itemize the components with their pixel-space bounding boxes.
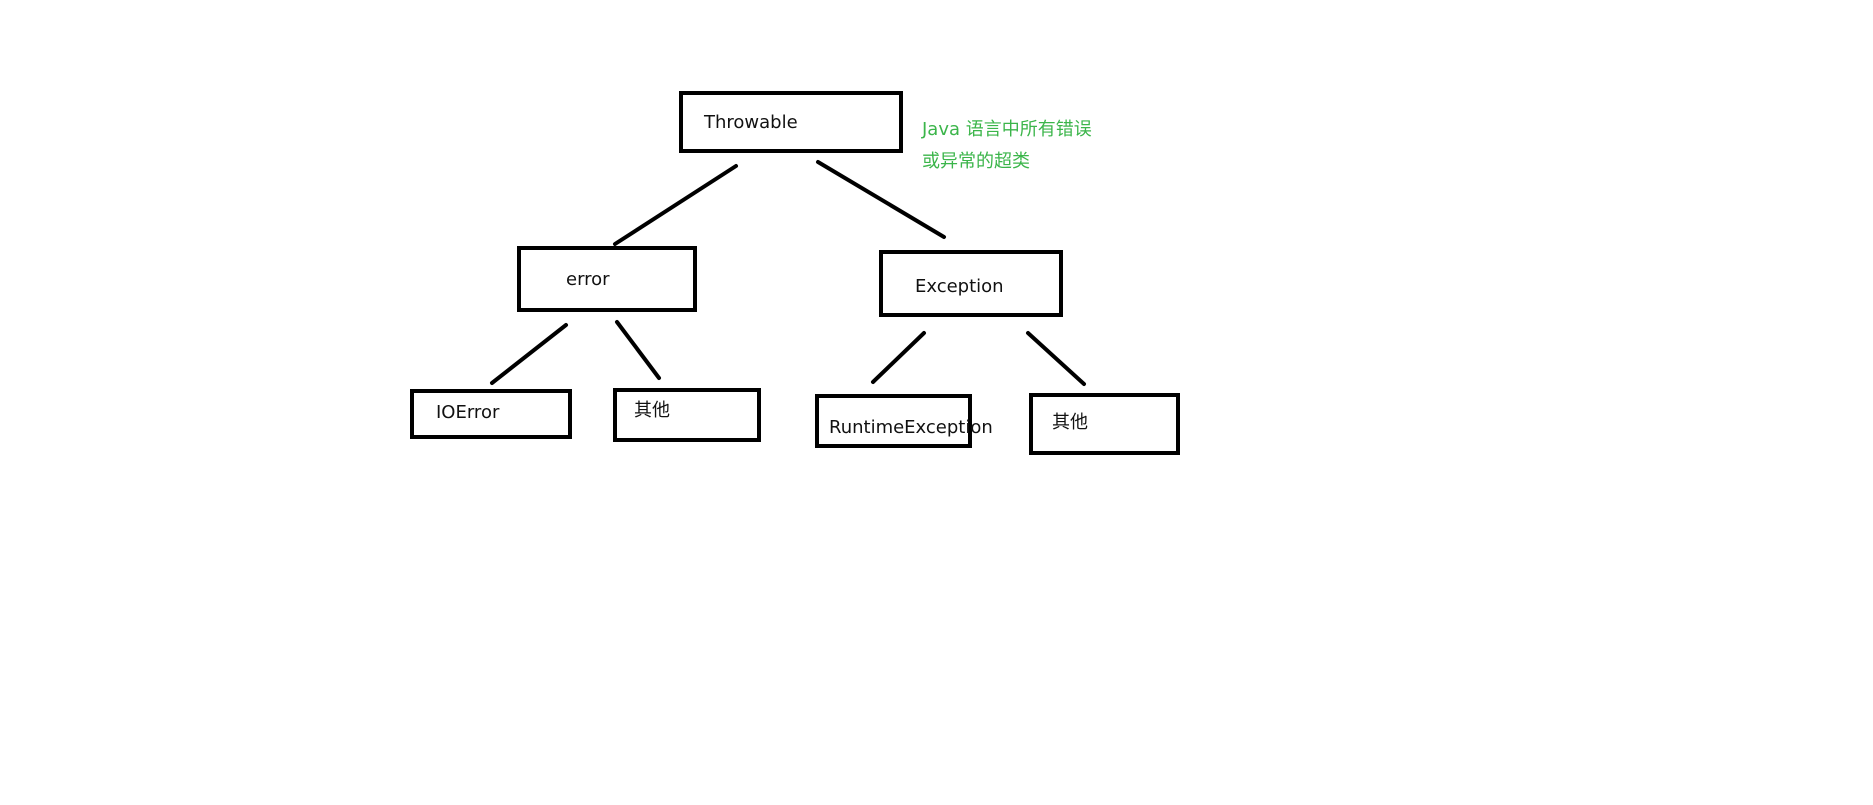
node-throwable-label: Throwable <box>703 112 798 133</box>
edge-exception-runtime <box>871 331 926 384</box>
node-exception-label: Exception <box>915 276 1004 297</box>
node-error: error <box>517 246 697 312</box>
edge-error-other <box>615 320 661 380</box>
node-exception-box <box>879 250 1063 317</box>
edge-throwable-exception <box>816 160 946 239</box>
node-error-label: error <box>566 269 610 290</box>
node-exception-other: 其他 <box>1029 393 1180 455</box>
node-ioerror: IOError <box>410 389 572 439</box>
node-ioerror-label: IOError <box>436 402 500 423</box>
node-error-other: 其他 <box>613 388 761 442</box>
node-error-other-box <box>613 388 761 442</box>
node-error-box <box>517 246 697 312</box>
edge-exception-other <box>1026 331 1086 386</box>
node-throwable: Throwable <box>679 91 903 153</box>
throwable-note-line1: Java 语言中所有错误 <box>921 119 1092 140</box>
throwable-note: Java 语言中所有错误 或异常的超类 <box>921 119 1092 172</box>
node-runtime-exception-box <box>815 394 972 448</box>
node-exception-other-label: 其他 <box>1052 412 1088 433</box>
node-throwable-box <box>679 91 903 153</box>
node-error-other-label: 其他 <box>634 400 670 421</box>
edge-error-ioerror <box>490 323 568 385</box>
node-runtime-exception: RuntimeException <box>815 394 993 448</box>
node-runtime-exception-label: RuntimeException <box>829 417 993 438</box>
node-exception-other-box <box>1029 393 1180 455</box>
edge-throwable-error <box>613 164 738 246</box>
node-exception: Exception <box>879 250 1063 317</box>
throwable-note-line2: 或异常的超类 <box>922 151 1030 172</box>
node-ioerror-box <box>410 389 572 439</box>
